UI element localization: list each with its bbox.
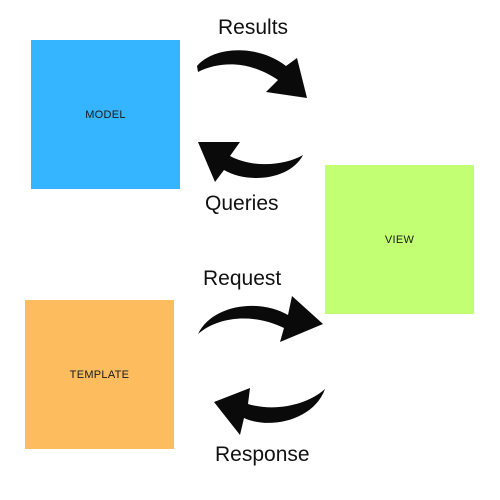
template-box: TEMPLATE (25, 300, 174, 449)
request-label: Request (203, 267, 282, 290)
model-box: MODEL (31, 40, 180, 189)
queries-arrow-icon (198, 142, 303, 182)
model-label: MODEL (85, 108, 126, 121)
results-arrow-icon (197, 50, 307, 98)
queries-label: Queries (205, 192, 279, 215)
response-label: Response (215, 443, 310, 466)
request-arrow-icon (198, 296, 323, 342)
response-arrow-icon (214, 388, 325, 435)
view-box: VIEW (325, 165, 474, 314)
template-label: TEMPLATE (69, 368, 130, 381)
results-label: Results (218, 16, 289, 39)
view-label: VIEW (384, 233, 415, 246)
